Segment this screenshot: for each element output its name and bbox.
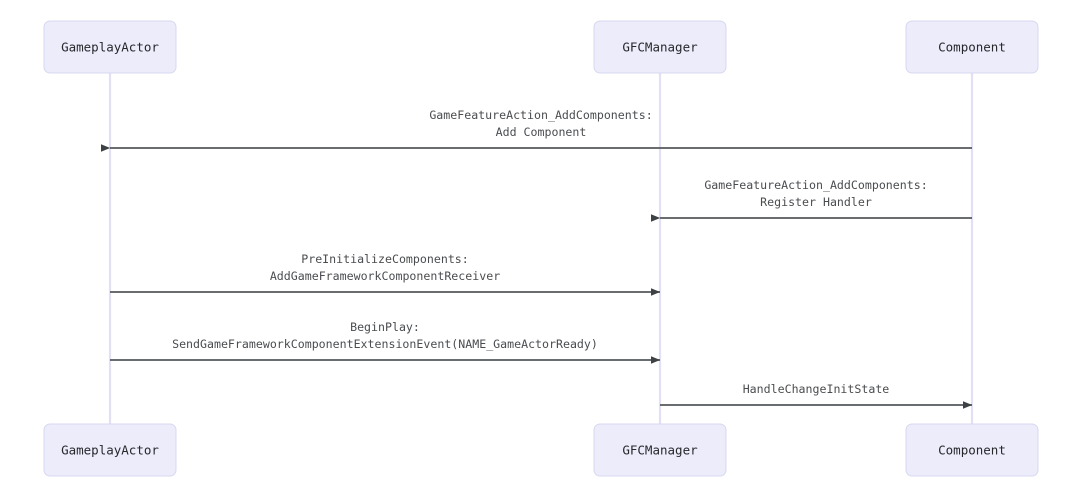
message-label-line: PreInitializeComponents: (301, 252, 469, 266)
message-label-line: HandleChangeInitState (743, 382, 890, 396)
participant-gfcmanager-top[interactable]: GFCManager (593, 20, 727, 74)
message-label-line: Register Handler (760, 195, 872, 209)
participant-label: GFCManager (622, 40, 698, 55)
message-msg-4[interactable]: BeginPlay: SendGameFrameworkComponentExte… (110, 320, 661, 364)
message-label-line: AddGameFrameworkComponentReceiver (270, 269, 500, 283)
participant-box (593, 423, 727, 477)
participant-label: Component (938, 443, 1006, 458)
participant-gameplayactor-bottom[interactable]: GameplayActor (43, 423, 177, 477)
top-participants-layer: GameplayActor GFCManager Component (43, 20, 1039, 74)
messages-layer: GameFeatureAction_AddComponents: Add Comp… (100, 108, 973, 409)
lifelines-layer (108, 73, 974, 424)
participant-box (43, 423, 177, 477)
participant-box (593, 20, 727, 74)
message-msg-5[interactable]: HandleChangeInitState (660, 382, 973, 409)
participant-box (905, 20, 1039, 74)
participant-component-top[interactable]: Component (905, 20, 1039, 74)
participant-label: Component (938, 40, 1006, 55)
participant-label: GFCManager (622, 443, 698, 458)
message-msg-1[interactable]: GameFeatureAction_AddComponents: Add Comp… (100, 108, 972, 152)
participant-label: GameplayActor (61, 40, 159, 55)
message-label-line: SendGameFrameworkComponentExtensionEvent… (172, 337, 598, 351)
participant-gameplayactor-top[interactable]: GameplayActor (43, 20, 177, 74)
message-label-line: Add Component (496, 125, 587, 139)
participant-box (43, 20, 177, 74)
participant-gfcmanager-bottom[interactable]: GFCManager (593, 423, 727, 477)
message-label-line: GameFeatureAction_AddComponents: (704, 178, 927, 192)
message-label-line: BeginPlay: (350, 320, 420, 334)
participant-component-bottom[interactable]: Component (905, 423, 1039, 477)
participant-label: GameplayActor (61, 443, 159, 458)
message-msg-3[interactable]: PreInitializeComponents: AddGameFramework… (110, 252, 661, 296)
message-msg-2[interactable]: GameFeatureAction_AddComponents: Register… (650, 178, 972, 222)
message-label-line: GameFeatureAction_AddComponents: (429, 108, 652, 122)
bottom-participants-layer: GameplayActor GFCManager Component (43, 423, 1039, 477)
participant-box (905, 423, 1039, 477)
